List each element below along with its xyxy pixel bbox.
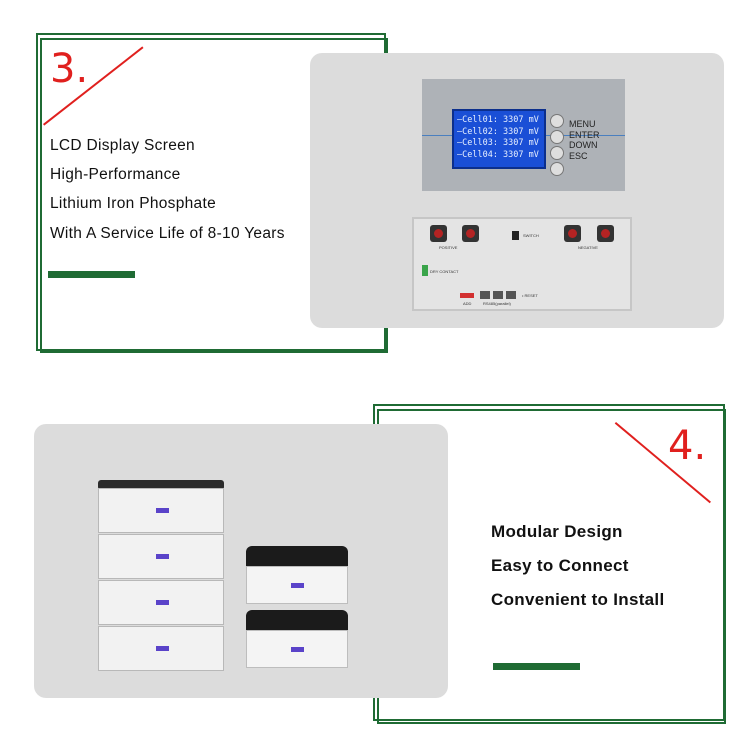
label-esc: ESC (569, 150, 588, 161)
section-3-accent-bar (48, 271, 135, 278)
lcd-button-labels: MENU ENTER DOWN ESC (569, 119, 600, 161)
switch-label: SWITCH (523, 233, 539, 238)
positive-terminal-icon (430, 225, 447, 242)
terminal-panel: POSITIVE SWITCH NEGATIVE DRY CONTACT ADD… (412, 217, 632, 311)
lcd-line: —Cell04: 3307 mV (457, 149, 539, 160)
reset-label: • RESET (522, 293, 538, 298)
dip-switch-icon (460, 293, 474, 298)
lcd-line: —Cell01: 3307 mV (457, 115, 539, 125)
feature-lifepo4: Lithium Iron Phosphate (50, 195, 217, 212)
module-badge-icon (156, 554, 169, 559)
stack-top-cap (98, 480, 224, 490)
stacked-battery-module (98, 626, 224, 671)
positive-terminal-icon (462, 225, 479, 242)
feature-modular-design: Modular Design (491, 522, 623, 541)
negative-terminal-icon (564, 225, 581, 242)
feature-service-life: With A Service Life of 8-10 Years (50, 225, 285, 242)
stacked-battery-module (98, 580, 224, 625)
module-badge-icon (156, 600, 169, 605)
feature-high-performance: High-Performance (50, 166, 181, 183)
negative-terminal-icon (597, 225, 614, 242)
section-4-number: 4. (668, 423, 707, 469)
enter-button-icon (550, 130, 564, 144)
stacked-battery-module (98, 488, 224, 533)
feature-easy-install: Convenient to Install (491, 590, 665, 609)
small-battery-module (246, 630, 348, 668)
rs485-label: RS485(parallel) (483, 301, 511, 306)
lcd-line: —Cell02: 3307 mV (457, 126, 539, 137)
lcd-panel: —Cell01: 3307 mV —Cell02: 3307 mV —Cell0… (422, 79, 625, 191)
negative-label: NEGATIVE (578, 245, 598, 250)
positive-label: POSITIVE (439, 245, 458, 250)
rj45-port-icon (506, 291, 516, 299)
menu-button-icon (550, 114, 564, 128)
rj45-port-icon (493, 291, 503, 299)
dry-contact-label: DRY CONTACT (430, 269, 459, 274)
feature-easy-connect: Easy to Connect (491, 556, 629, 575)
battery-modules-photo (34, 424, 448, 698)
down-button-icon (550, 146, 564, 160)
module-badge-icon (156, 508, 169, 513)
rj45-port-icon (480, 291, 490, 299)
add-label: ADD (463, 301, 472, 306)
switch-icon (512, 231, 519, 240)
bms-photo: —Cell01: 3307 mV —Cell02: 3307 mV —Cell0… (310, 53, 724, 328)
lcd-button-column (550, 114, 564, 178)
module-badge-icon (291, 647, 304, 652)
stacked-battery-module (98, 534, 224, 579)
esc-button-icon (550, 162, 564, 176)
label-menu: MENU (569, 119, 596, 129)
section-4-accent-bar (493, 663, 580, 670)
label-enter: ENTER (569, 129, 600, 140)
section-3-number: 3. (50, 46, 89, 92)
lcd-line: —Cell03: 3307 mV (457, 138, 539, 148)
dry-contact-connector-icon (422, 265, 428, 276)
small-battery-module (246, 566, 348, 604)
module-badge-icon (156, 646, 169, 651)
feature-lcd-display: LCD Display Screen (50, 137, 195, 154)
module-badge-icon (291, 583, 304, 588)
lcd-screen: —Cell01: 3307 mV —Cell02: 3307 mV —Cell0… (452, 109, 546, 169)
label-down: DOWN (569, 140, 598, 150)
